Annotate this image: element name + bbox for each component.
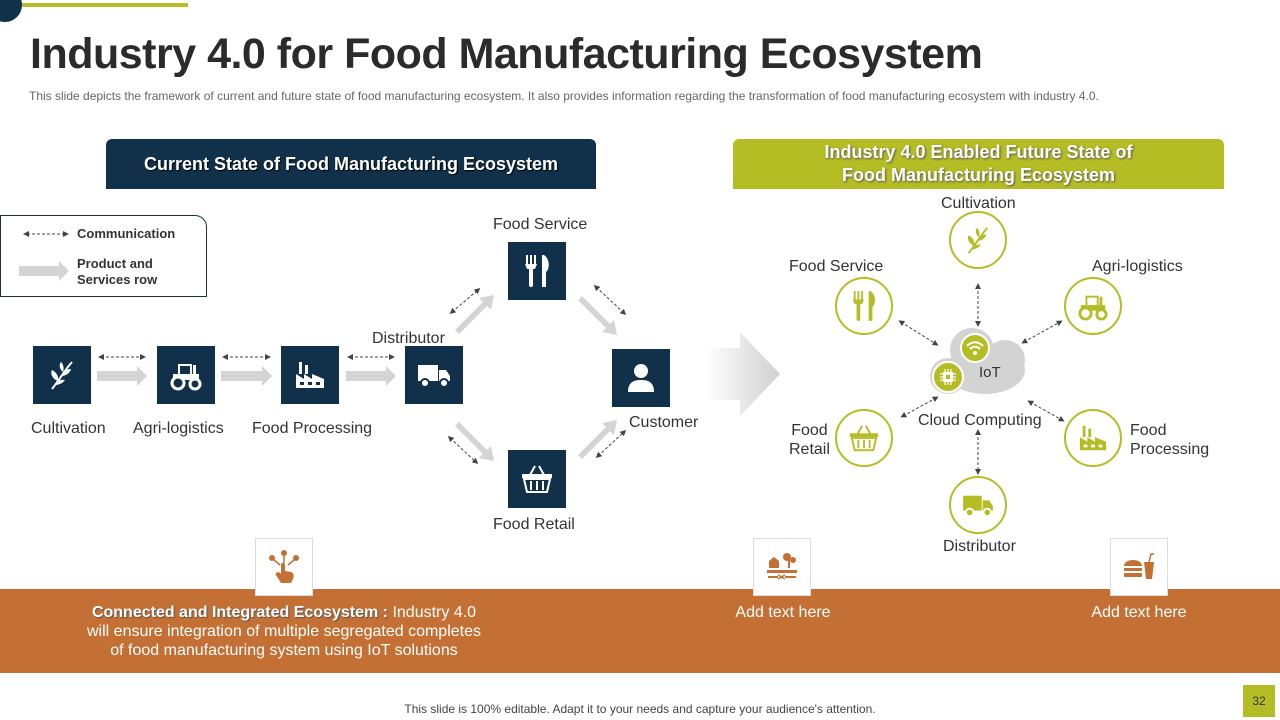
- food-icon: [1124, 553, 1154, 579]
- future-label-cultivation: Cultivation: [941, 195, 1016, 212]
- bottom-item-1-text-a: Industry 4.0: [388, 604, 477, 621]
- label-food-processing: Food Processing: [252, 420, 373, 437]
- node-customer: [612, 349, 670, 407]
- legend-arrows: [19, 231, 69, 281]
- future-node-food-service: [835, 277, 893, 335]
- node-food-processing: [281, 346, 339, 404]
- page-title: Industry 4.0 for Food Manufacturing Ecos…: [30, 30, 983, 78]
- future-node-food-processing: [1064, 409, 1122, 467]
- truck-icon: [963, 495, 993, 518]
- future-label-distributor: Distributor: [943, 538, 1016, 555]
- label-distributor: Distributor: [372, 330, 445, 347]
- corner-decoration: [0, 0, 22, 22]
- tile-farm: [753, 538, 811, 596]
- current-state-header: Current State of Food Manufacturing Ecos…: [106, 139, 596, 189]
- tractor-icon: [1078, 295, 1108, 321]
- factory-icon: [1079, 425, 1107, 451]
- future-label-food-processing-line2: Processing: [1130, 441, 1210, 458]
- tile-ecosystem: [255, 538, 313, 596]
- legend-communication: Communication: [77, 226, 176, 241]
- footer-note: This slide is 100% editable. Adapt it to…: [404, 702, 876, 716]
- factory-icon: [296, 362, 324, 388]
- future-node-food-retail: [835, 409, 893, 467]
- leaf-icon: [967, 227, 989, 254]
- cutlery-icon: [852, 291, 876, 321]
- future-label-food-retail-line2: Retail: [789, 441, 830, 458]
- label-agri-logistics: Agri-logistics: [133, 420, 224, 437]
- wifi-icon: [966, 341, 984, 355]
- node-cultivation: [33, 346, 91, 404]
- touch-icon: [269, 550, 299, 583]
- user-icon: [628, 364, 654, 392]
- future-label-food-service: Food Service: [789, 258, 884, 275]
- future-label-food-processing-line1: Food: [1130, 422, 1167, 439]
- future-label-food-retail-line1: Food: [791, 422, 828, 439]
- tile-food: [1110, 538, 1168, 596]
- future-label-food-retail: Food Retail: [789, 421, 830, 459]
- node-food-service: [508, 242, 566, 300]
- label-food-service: Food Service: [493, 216, 588, 233]
- bottom-band: [0, 589, 1280, 673]
- future-node-distributor: [949, 476, 1007, 534]
- label-cultivation: Cultivation: [31, 420, 106, 437]
- chip-icon: [940, 369, 956, 385]
- future-label-agri-logistics: Agri-logistics: [1092, 258, 1183, 275]
- basket-icon: [849, 425, 879, 452]
- label-iot: IoT: [979, 364, 1001, 381]
- label-food-retail: Food Retail: [493, 516, 575, 533]
- bottom-item-1-line1: Connected and Integrated Ecosystem : Ind…: [70, 603, 498, 622]
- truck-icon: [418, 365, 450, 388]
- node-food-retail: [508, 450, 566, 508]
- wifi-badge: [960, 333, 990, 363]
- page-number: 32: [1243, 685, 1275, 717]
- bottom-item-1-line2: will ensure integration of multiple segr…: [87, 623, 481, 640]
- label-customer: Customer: [629, 414, 699, 431]
- future-label-food-processing: Food Processing: [1130, 421, 1209, 459]
- bottom-item-1-bold: Connected and Integrated Ecosystem :: [91, 604, 388, 621]
- leaf-icon: [51, 361, 73, 390]
- tractor-icon: [170, 364, 202, 391]
- cutlery-icon: [525, 255, 549, 287]
- bottom-item-3: Add text here: [1091, 604, 1187, 621]
- bottom-item-1-line3: of food manufacturing system using IoT s…: [110, 642, 458, 659]
- chip-badge: [932, 361, 964, 393]
- legend-product-line1: Product and: [77, 256, 153, 271]
- future-state-header-line1: Industry 4.0 Enabled Future State of: [824, 142, 1133, 162]
- node-distributor: [405, 346, 463, 404]
- top-accent-line: [22, 3, 188, 7]
- basket-icon: [522, 465, 552, 493]
- future-node-cultivation: [949, 211, 1007, 269]
- future-state-header-line2: Food Manufacturing Ecosystem: [841, 165, 1116, 185]
- label-cloud-computing: Cloud Computing: [918, 412, 1042, 429]
- bottom-item-1: Connected and Integrated Ecosystem : Ind…: [70, 603, 498, 660]
- node-agri-logistics: [157, 346, 215, 404]
- bottom-item-2: Add text here: [735, 604, 831, 621]
- future-node-agri-logistics: [1064, 277, 1122, 335]
- future-state-header: Industry 4.0 Enabled Future State of Foo…: [733, 139, 1224, 189]
- page-subtitle: This slide depicts the framework of curr…: [29, 89, 1099, 103]
- farm-icon: [767, 553, 797, 580]
- legend-box: Communication Product and Services row: [0, 215, 207, 297]
- legend-product-line2: Services row: [77, 272, 158, 287]
